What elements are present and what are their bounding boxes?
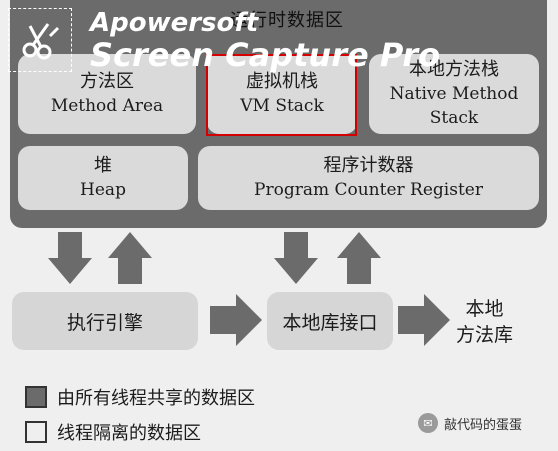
footer-text: 敲代码的蛋蛋 [444,417,523,433]
legend-isolated-swatch [25,421,47,443]
execution-engine-label: 执行引擎 [66,311,143,334]
watermark: Apowersoft Screen Capture Pro [8,8,440,72]
heap-zh: 堆 [94,155,112,176]
method-area-en: Method Area [50,96,164,116]
method-area-box: 方法区 Method Area [18,54,196,134]
arrow-down-right [274,232,318,284]
native-library-label: 本地 方法库 [456,296,513,348]
native-method-stack-box: 本地方法栈 Native Method Stack [369,54,539,134]
pc-register-en: Program Counter Register [254,180,483,200]
method-area-zh: 方法区 [80,71,134,92]
vm-stack-box: 虚拟机栈 VM Stack [207,54,357,134]
arrow-up-right [337,232,381,284]
pc-register-box: 程序计数器 Program Counter Register [198,146,539,210]
native-interface-label: 本地库接口 [282,311,378,334]
execution-engine-box: 执行引擎 [12,292,198,350]
footer-credit: ✉ 敲代码的蛋蛋 [418,413,522,433]
scissors-icon [8,8,72,72]
legend-shared: 由所有线程共享的数据区 [25,384,255,410]
heap-en: Heap [80,180,126,200]
wechat-icon: ✉ [418,413,438,433]
legend-isolated: 线程隔离的数据区 [25,419,201,445]
legend-shared-swatch [25,386,47,408]
native-stack-zh: 本地方法栈 [409,59,499,80]
vm-stack-zh: 虚拟机栈 [246,71,318,92]
heap-box: 堆 Heap [18,146,188,210]
native-stack-en-2: Stack [429,108,479,128]
watermark-text: Apowersoft Screen Capture Pro [90,8,440,72]
arrow-engine-to-interface [210,294,262,346]
watermark-line1: Apowersoft [90,8,259,38]
runtime-area-title: 运行时数据区 [230,10,344,31]
arrow-interface-to-library [398,294,450,346]
native-library-line1: 本地 [465,298,504,320]
vm-stack-en: VM Stack [240,96,324,116]
legend-shared-label: 由所有线程共享的数据区 [57,388,255,409]
arrow-up-left [108,232,152,284]
arrow-down-left [48,232,92,284]
pc-register-zh: 程序计数器 [323,155,414,176]
native-interface-box: 本地库接口 [267,292,393,350]
vm-stack-highlight [206,54,357,136]
legend-isolated-label: 线程隔离的数据区 [57,423,201,444]
watermark-line2: Screen Capture Pro [90,36,441,74]
native-library-line2: 方法库 [456,324,514,346]
native-stack-en-1: Native Method [389,84,519,104]
